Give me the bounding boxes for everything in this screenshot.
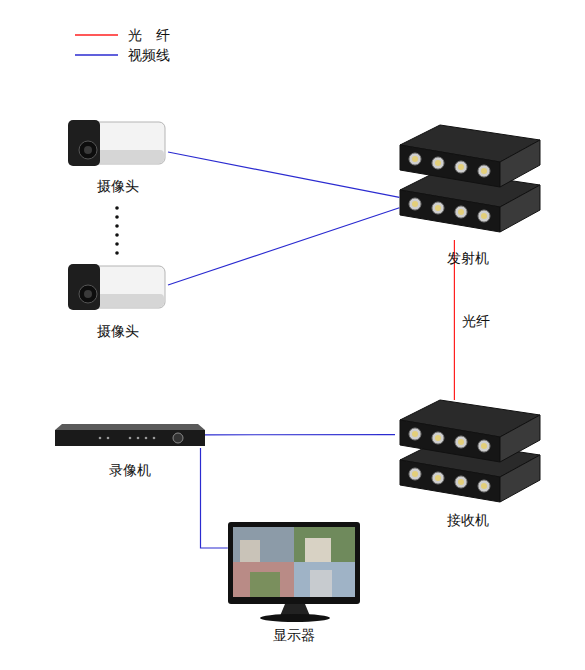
screen-building [305,538,331,562]
monitor-node: 显示器 [225,522,363,622]
recorder-button [107,437,110,440]
camera-lens [79,285,97,303]
device-label: 摄像头 [97,322,139,340]
camera-shield [68,120,100,166]
edge-label: 光纤 [462,312,490,330]
monitor-base [260,614,330,622]
converter-unit [400,125,540,187]
legend-text: 视频线 [128,46,170,64]
screen-tile [233,562,294,597]
screen-tile [294,562,355,597]
screen-building [310,570,332,597]
camera-illustration [68,264,165,310]
device-label: 录像机 [109,461,151,479]
screen-tile [294,527,355,562]
dot [115,233,119,237]
ellipsis-dots [115,206,119,255]
video-cable [168,152,399,197]
screen-tile [233,527,294,562]
recorder-button [145,437,148,440]
legend-video-sample [75,54,118,56]
recorder-top [55,424,205,430]
camera-node: 摄像头 [68,262,168,312]
device-label: 发射机 [447,249,489,267]
device-label: 摄像头 [97,177,139,195]
dot [115,215,119,219]
video-cable [201,448,228,548]
device-label: 接收机 [447,511,489,529]
video-cable [168,208,399,285]
device-label: 显示器 [273,626,315,644]
dot [115,251,119,255]
receiver-node: 接收机 [395,400,540,505]
dot [115,242,119,246]
recorder-button [99,437,102,440]
converter-unit [400,400,540,462]
legend-fiber-sample [75,34,118,36]
screen-tree [250,572,280,597]
camera-lens [79,141,97,159]
monitor-illustration [228,522,360,622]
camera-node: 摄像头 [68,118,168,168]
recorder-button [129,437,132,440]
dot [115,224,119,228]
receiver-illustration [400,400,540,502]
dot [115,206,119,210]
recorder-illustration [55,424,205,446]
camera-lens-glass [84,146,92,154]
recorder-front [55,430,205,446]
monitor-frame [228,522,360,604]
video-cable [205,434,395,435]
camera-shield [68,264,100,310]
screen-building [240,540,260,562]
recorder-button [153,437,156,440]
recorder-button [137,437,140,440]
legend-text: 光 纤 [128,26,170,44]
recorder-node: 录像机 [55,424,205,448]
camera-lens-glass [84,290,92,298]
transmitter-illustration [400,125,540,232]
transmitter-node: 发射机 [395,125,540,240]
camera-illustration [68,120,165,166]
recorder-knob [173,433,183,443]
